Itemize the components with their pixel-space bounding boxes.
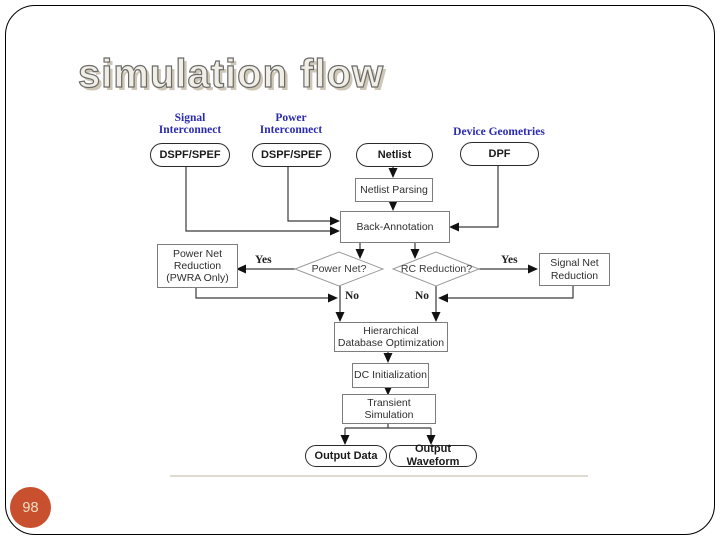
node-dspf-spef-power: DSPF/SPEF bbox=[252, 143, 331, 167]
branch-yes-right: Yes bbox=[501, 254, 518, 266]
branch-no-right: No bbox=[415, 290, 430, 302]
page-number-badge: 98 bbox=[10, 487, 51, 528]
branch-no-left: No bbox=[345, 290, 360, 302]
page-number: 98 bbox=[22, 499, 39, 516]
label-device-geometries: Device Geometries bbox=[453, 126, 545, 138]
node-netlist-parsing: Netlist Parsing bbox=[355, 178, 433, 202]
node-transient-simulation: Transient Simulation bbox=[342, 394, 436, 424]
node-signal-net-reduction: Signal Net Reduction bbox=[539, 253, 610, 286]
node-dc-initialization: DC Initialization bbox=[352, 363, 429, 388]
node-netlist: Netlist bbox=[356, 143, 433, 167]
node-dpf: DPF bbox=[460, 142, 539, 166]
node-output-waveform: Output Waveform bbox=[389, 443, 477, 468]
node-output-data: Output Data bbox=[305, 445, 387, 467]
label-signal-interconnect: Signal Interconnect bbox=[158, 112, 222, 137]
decision-power-net-shape bbox=[293, 251, 385, 287]
label-power-interconnect: Power Interconnect bbox=[259, 112, 323, 137]
slide-title: simulation flow bbox=[77, 51, 385, 96]
decision-power-net-label: Power Net? bbox=[311, 263, 367, 275]
node-back-annotation: Back-Annotation bbox=[340, 211, 450, 243]
decision-rc-reduction-label: RC Reduction? bbox=[400, 263, 473, 275]
node-dspf-spef-signal: DSPF/SPEF bbox=[150, 143, 230, 167]
node-power-net-reduction: Power Net Reduction (PWRA Only) bbox=[157, 244, 238, 288]
branch-yes-left: Yes bbox=[255, 254, 272, 266]
decision-rc-reduction-shape bbox=[391, 251, 481, 287]
node-hierarchical-db-optimization: Hierarchical Database Optimization bbox=[334, 322, 448, 352]
